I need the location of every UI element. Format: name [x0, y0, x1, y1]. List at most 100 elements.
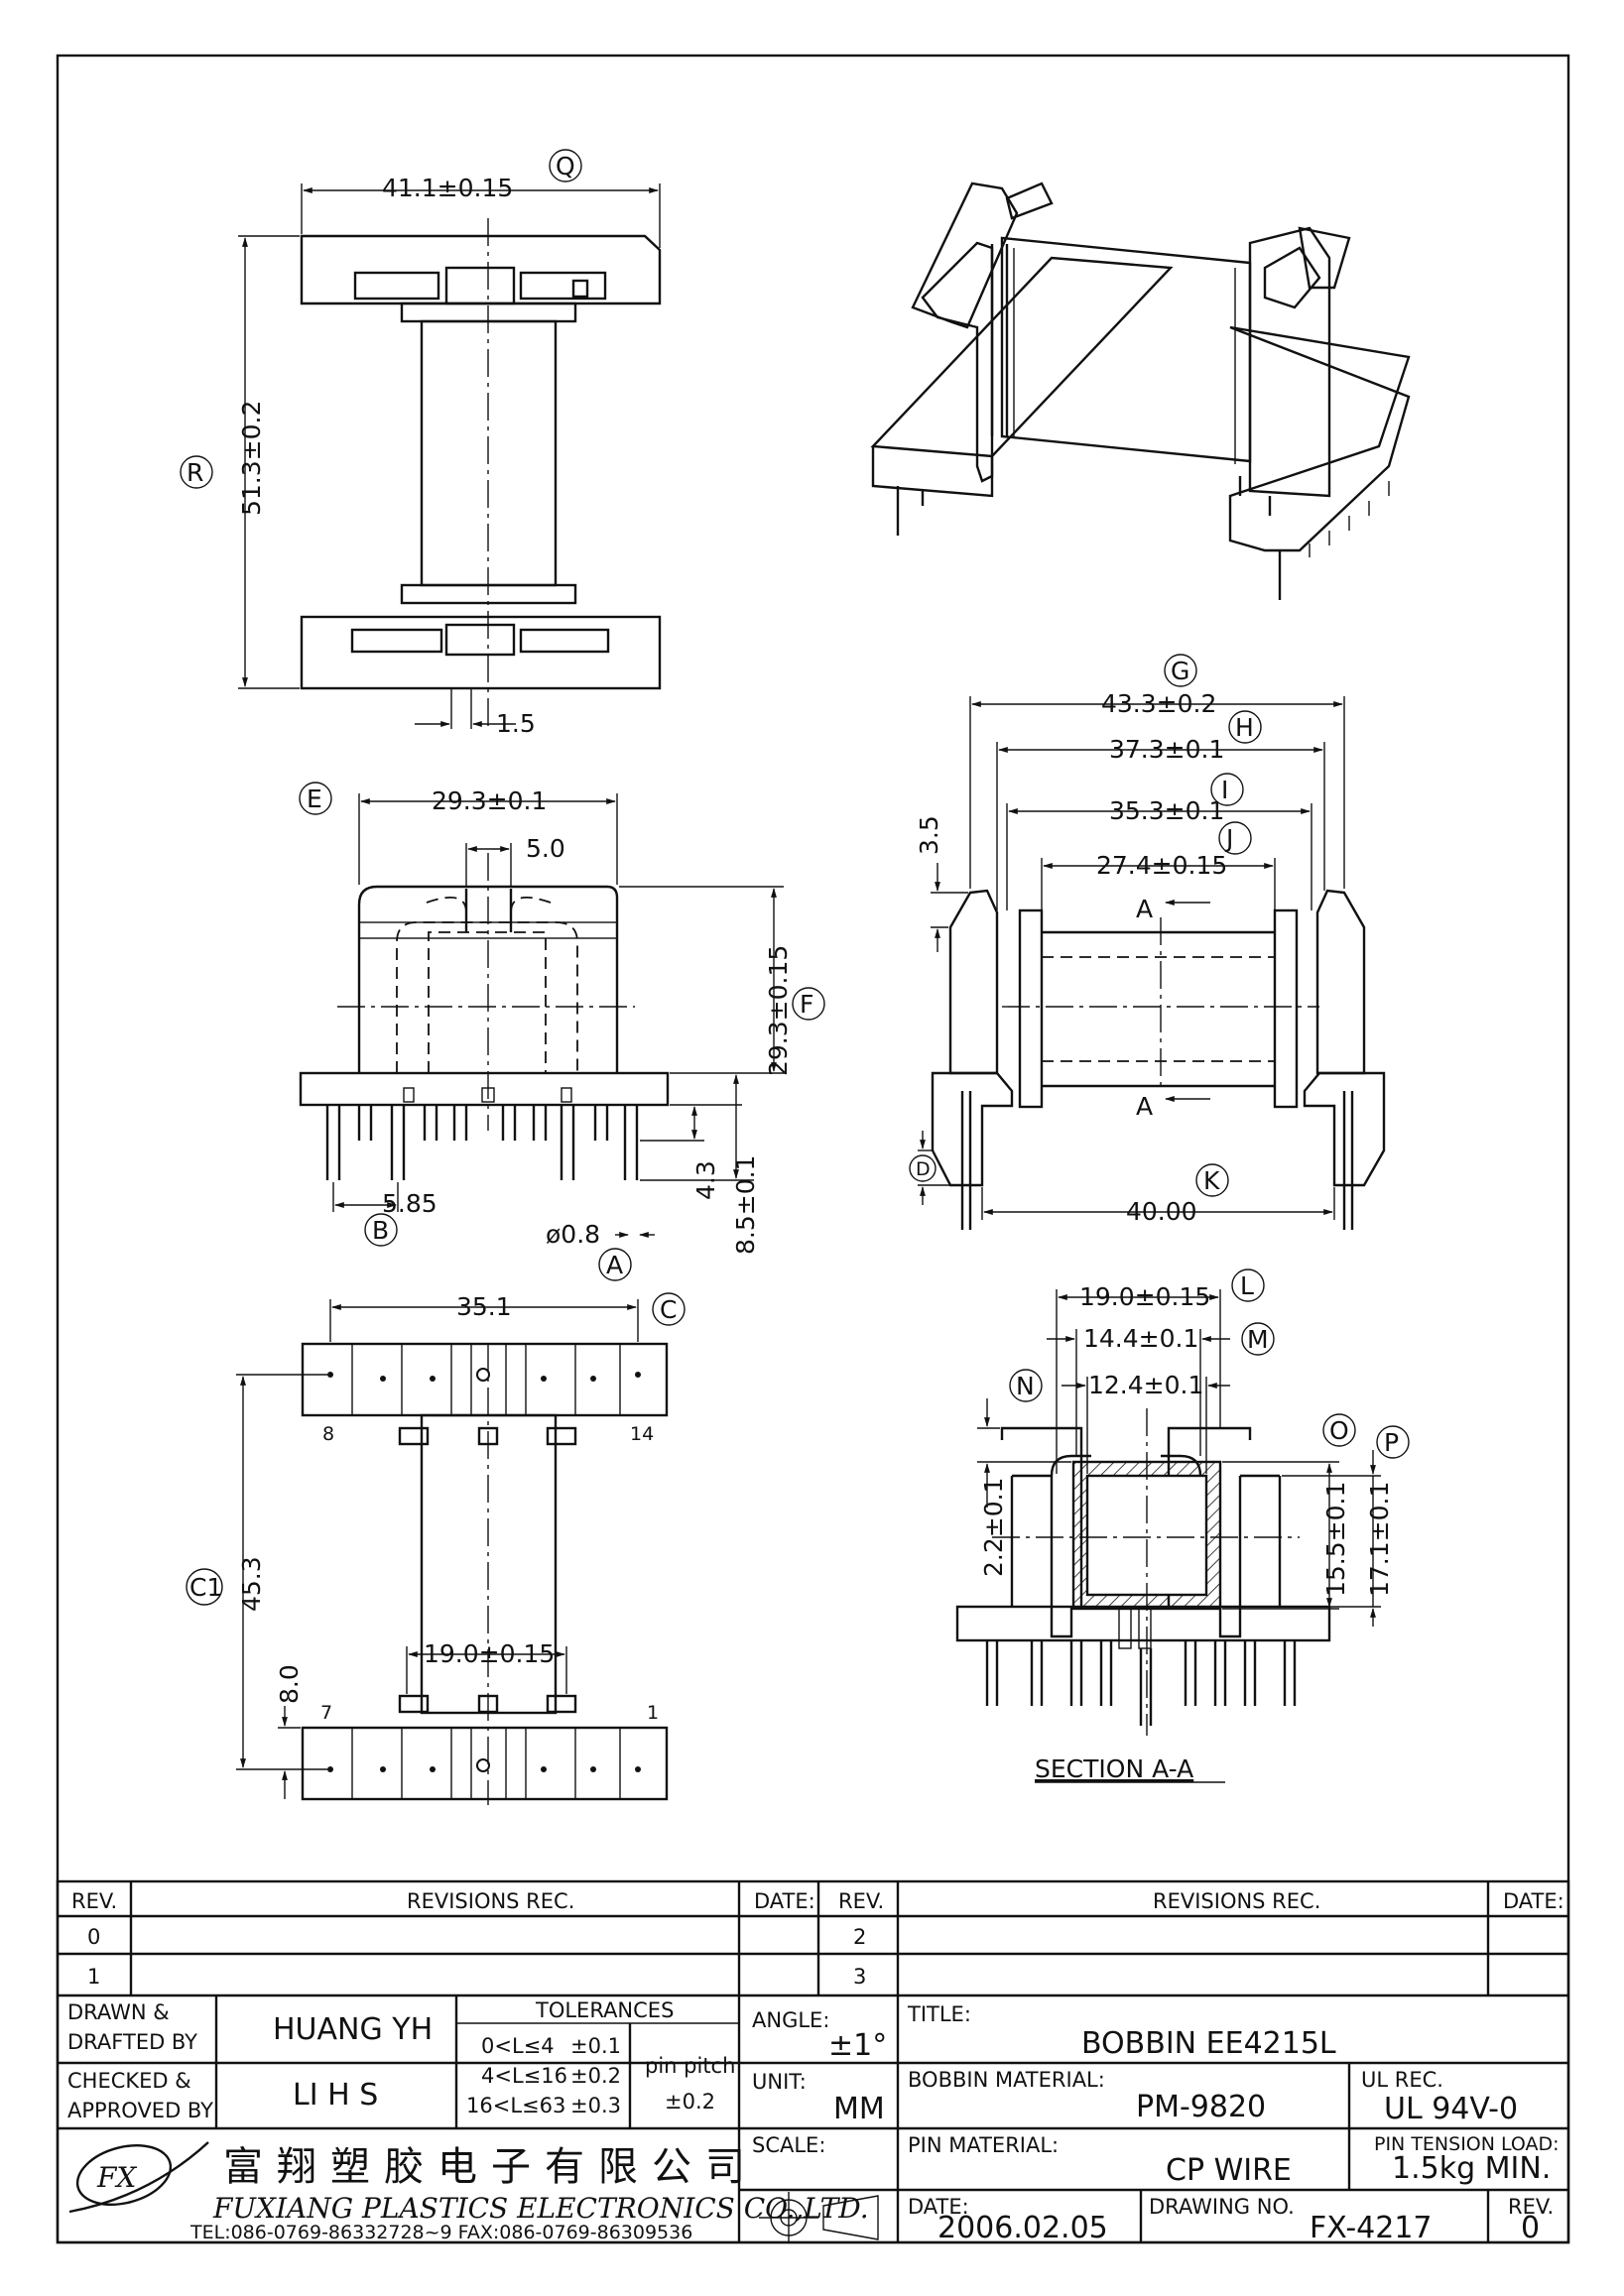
- side-view: A A 43.3±0.2 G 37.3±0.1 H 35.3±0.1 I: [909, 654, 1386, 1230]
- tag-o: O: [1329, 1416, 1349, 1445]
- rev-label: REV.: [1508, 2195, 1554, 2219]
- tol-value-2: ±0.3: [570, 2094, 621, 2117]
- angle-value: ±1°: [828, 2028, 887, 2063]
- sheet-border: [56, 54, 1570, 2244]
- pin-tension-label: PIN TENSION LOAD:: [1374, 2133, 1560, 2155]
- bottom-view: 35.1 C 8 14 7 1 45.3 C1 8.0 19.0±0.15: [186, 1292, 686, 1805]
- tol-range-1: 4<L≤16: [481, 2064, 567, 2088]
- tol-value-0: ±0.1: [570, 2034, 621, 2058]
- scale-label: SCALE:: [752, 2133, 825, 2157]
- dim-lip-text: 3.5: [915, 815, 943, 855]
- angle-label: ANGLE:: [752, 2008, 829, 2032]
- bobbin-material-value: PM-9820: [1136, 2090, 1266, 2124]
- dim-pitch-text: 5.85: [382, 1189, 437, 1218]
- dim-width-text: 41.1±0.15: [382, 174, 513, 202]
- company-logo: FX: [68, 2141, 209, 2214]
- pin-material-label: PIN MATERIAL:: [908, 2133, 1059, 2157]
- company-contact: TEL:086-0769-86332728~9 FAX:086-0769-863…: [189, 2222, 692, 2243]
- dim-i-text: 35.3±0.1: [1109, 796, 1224, 825]
- section-view: 19.0±0.15 L 14.4±0.1 M 12.4±0.1 N 2.2±0.…: [955, 1269, 1410, 1783]
- dim-n-text: 12.4±0.1: [1088, 1371, 1203, 1399]
- tag-k: K: [1203, 1166, 1220, 1195]
- rev-value: 0: [1521, 2211, 1540, 2245]
- checked-label-2: APPROVED BY: [67, 2099, 213, 2122]
- rev-header-right: REV.: [838, 1889, 884, 1913]
- tag-a: A: [606, 1251, 623, 1279]
- pin-tension-value: 1.5kg MIN.: [1392, 2151, 1551, 2186]
- tag-p: P: [1384, 1428, 1399, 1457]
- dim-edge-text: 8.0: [275, 1664, 304, 1704]
- tag-h: H: [1235, 713, 1254, 742]
- tag-d: D: [916, 1158, 931, 1180]
- rev-row-2: 2: [853, 1925, 866, 1949]
- company-chinese-name: 富翔塑胶电子有限公司: [223, 2144, 759, 2190]
- logo-text: FX: [96, 2161, 137, 2194]
- section-mark-bottom: A: [1136, 1092, 1153, 1121]
- dim-slot-text: 5.0: [526, 834, 565, 863]
- dim-gap-text: 1.5: [496, 709, 536, 738]
- title-block: REV. REVISIONS REC. DATE: REV. REVISIONS…: [56, 1879, 1570, 2245]
- drawn-label-1: DRAWN &: [67, 2000, 170, 2024]
- pin-label-8: 8: [322, 1423, 334, 1445]
- dim-inner-text: 19.0±0.15: [424, 1639, 555, 1668]
- tag-j: J: [1224, 824, 1233, 853]
- iso-view: [870, 181, 1411, 600]
- title-value: BOBBIN EE4215L: [1081, 2026, 1336, 2061]
- tag-i: I: [1221, 776, 1228, 804]
- rev-row-1: 1: [87, 1965, 100, 1989]
- date-value: 2006.02.05: [937, 2211, 1108, 2245]
- pin-pitch-value: ±0.2: [665, 2090, 715, 2114]
- unit-label: UNIT:: [752, 2070, 807, 2094]
- dim-l-text: 19.0±0.15: [1079, 1282, 1210, 1311]
- dim-g-text: 43.3±0.2: [1101, 689, 1216, 718]
- dim-total-h-text: 8.5±0.1: [731, 1155, 760, 1255]
- front-view: 29.3±0.1 E 5.0 29.3±0.15 F 4.3 8.5±0.1 5…: [299, 782, 825, 1281]
- title-label: TITLE:: [907, 2002, 971, 2026]
- dim-o-text: 15.5±0.1: [1321, 1482, 1350, 1597]
- drawing-no-label: DRAWING NO.: [1149, 2195, 1295, 2219]
- tol-range-2: 16<L≤63: [466, 2094, 565, 2117]
- rev-header-left: REV.: [71, 1889, 117, 1913]
- section-mark-top: A: [1136, 895, 1153, 923]
- tag-m: M: [1247, 1325, 1269, 1354]
- tolerances-title: TOLERANCES: [535, 1998, 674, 2022]
- projection-symbol: [759, 2192, 879, 2243]
- date-label: DATE:: [908, 2195, 969, 2219]
- rev-row-0: 0: [87, 1925, 100, 1949]
- bobbin-material-label: BOBBIN MATERIAL:: [908, 2068, 1105, 2092]
- dim-wall-text: 2.2±0.1: [979, 1478, 1008, 1577]
- tag-e: E: [307, 785, 322, 813]
- pin-material-value: CP WIRE: [1166, 2153, 1292, 2188]
- dim-span-text: 35.1: [456, 1292, 512, 1321]
- drawing-no-value: FX-4217: [1310, 2211, 1433, 2245]
- tag-c: C: [660, 1295, 677, 1324]
- ul-value: UL 94V-0: [1384, 2092, 1518, 2126]
- checked-label-1: CHECKED &: [67, 2069, 191, 2093]
- dim-pin-len-text: 4.3: [691, 1160, 720, 1200]
- pin-label-14: 14: [630, 1423, 654, 1445]
- date-header-right: DATE:: [1503, 1889, 1564, 1913]
- tol-value-1: ±0.2: [570, 2064, 621, 2088]
- top-view: 41.1±0.15 Q 51.3±0.2 R 1.5: [180, 149, 662, 738]
- drawn-label-2: DRAFTED BY: [67, 2030, 197, 2054]
- revisions-header-right: REVISIONS REC.: [1153, 1889, 1320, 1913]
- tol-range-0: 0<L≤4: [481, 2034, 555, 2058]
- rev-row-3: 3: [853, 1965, 866, 1989]
- unit-value: MM: [833, 2092, 885, 2126]
- company-english-name: FUXIANG PLASTICS ELECTRONICS CO.,LTD.: [212, 2192, 869, 2225]
- dim-top-width-text: 29.3±0.1: [432, 786, 547, 815]
- dim-length-text: 45.3: [237, 1556, 266, 1612]
- tag-r: R: [187, 458, 203, 487]
- revisions-header-left: REVISIONS REC.: [407, 1889, 574, 1913]
- ul-label: UL REC.: [1361, 2068, 1443, 2092]
- dim-k-text: 40.00: [1126, 1197, 1197, 1226]
- tag-g: G: [1171, 657, 1189, 685]
- pin-label-7: 7: [320, 1702, 332, 1724]
- date-header-left: DATE:: [754, 1889, 815, 1913]
- tag-n: N: [1016, 1372, 1035, 1400]
- dim-j-text: 27.4±0.15: [1096, 851, 1227, 880]
- pin-pitch-label: pin pitch: [645, 2054, 735, 2078]
- pin-label-1: 1: [647, 1702, 659, 1724]
- dim-h-text: 37.3±0.1: [1109, 735, 1224, 764]
